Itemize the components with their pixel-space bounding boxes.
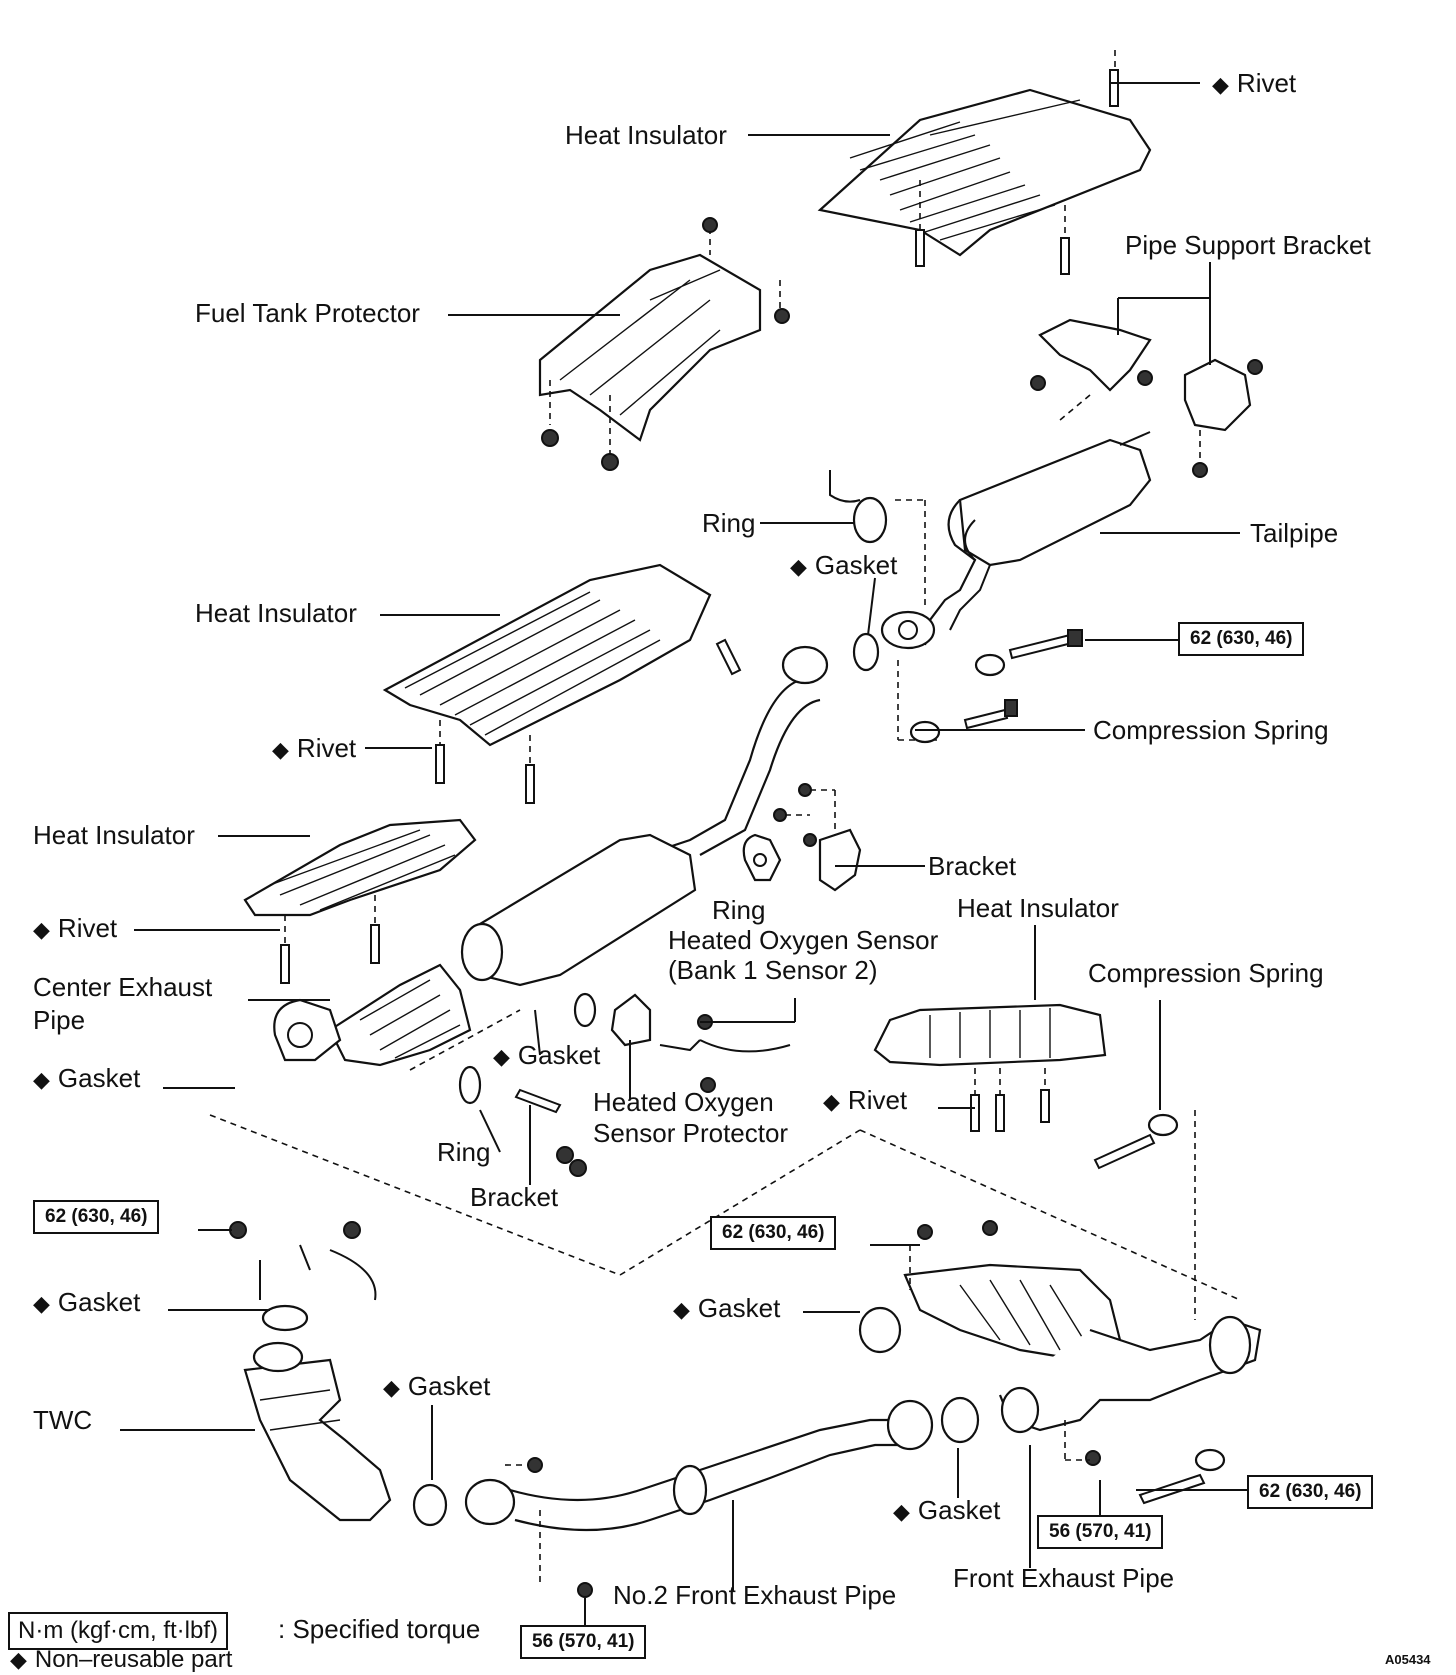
ring-bracket-mid <box>742 783 862 892</box>
torque-twc-nut: 62 (630, 46) <box>33 1200 160 1234</box>
figure-code: A05434 <box>1385 1652 1431 1667</box>
gasket-front-pipe-label: ◆Gasket <box>893 1495 1001 1525</box>
gasket-front-label: ◆Gasket <box>673 1293 781 1323</box>
front-exhaust-pipe-part <box>858 1129 1262 1505</box>
pipe-support-bracket-part <box>1030 318 1263 478</box>
legend-nonreusable: ◆Non–reusable part <box>10 1646 233 1673</box>
center-exhaust-pipe-label-2: Pipe <box>33 1005 86 1035</box>
compression-spring-lower-label: Compression Spring <box>1088 958 1324 988</box>
twc-label: TWC <box>33 1405 93 1435</box>
heat-insulator-top-label: Heat Insulator <box>565 120 727 150</box>
tailpipe-label: Tailpipe <box>1250 518 1339 548</box>
ring-mid-label: Ring <box>712 895 766 925</box>
center-exhaust-pipe-label-1: Center Exhaust <box>33 972 213 1002</box>
heat-insulator-mid-part <box>382 563 742 804</box>
rivet-top-label: ◆Rivet <box>1212 68 1297 98</box>
gasket-upper-label: ◆Gasket <box>790 550 898 580</box>
no2-front-exhaust-pipe-part <box>412 1399 934 1598</box>
twc-part <box>229 1221 392 1522</box>
gasket-twc-label: ◆Gasket <box>33 1287 141 1317</box>
torque-front-pipe-nut: 62 (630, 46) <box>710 1216 837 1250</box>
heat-insulator-mid-label: Heat Insulator <box>195 598 357 628</box>
ring-upper-label: Ring <box>702 508 756 538</box>
legend-diamond-symbol: ◆ <box>10 1647 27 1672</box>
rivet-mid-label: ◆Rivet <box>272 733 357 763</box>
torque-tailpipe-bolt: 62 (630, 46) <box>1178 622 1305 656</box>
leader-lines <box>120 82 1250 1640</box>
fuel-tank-protector-label: Fuel Tank Protector <box>195 298 420 328</box>
gasket-no2-label: ◆Gasket <box>383 1371 491 1401</box>
bracket-lower-label: Bracket <box>470 1182 559 1212</box>
nonreusable-symbol: ◆ <box>1212 72 1229 97</box>
tailpipe-spring-bolts <box>909 629 1083 744</box>
heat-insulator-right-label: Heat Insulator <box>957 893 1119 923</box>
compression-spring-upper-label: Compression Spring <box>1093 715 1329 745</box>
rivet-left-label: ◆Rivet <box>33 913 118 943</box>
gasket-left-label: ◆Gasket <box>33 1063 141 1093</box>
heated-oxygen-sensor-protector-label-2: Sensor Protector <box>593 1118 789 1148</box>
bracket-right-label: Bracket <box>928 851 1017 881</box>
heat-insulator-right-part <box>873 1003 1107 1132</box>
heat-insulator-top-part <box>817 50 1152 275</box>
heated-oxygen-sensor-bank-label: (Bank 1 Sensor 2) <box>668 955 878 985</box>
ring-lower-label: Ring <box>437 1137 491 1167</box>
compression-spring-right <box>1093 1110 1196 1320</box>
torque-no2-pipe-bolt: 56 (570, 41) <box>520 1625 647 1659</box>
heat-insulator-left-label: Heat Insulator <box>33 820 195 850</box>
front-exhaust-pipe-label: Front Exhaust Pipe <box>953 1563 1175 1593</box>
tailpipe-part <box>829 431 1152 741</box>
legend-torque-text: : Specified torque <box>278 1614 481 1644</box>
fuel-tank-protector-part <box>538 217 790 471</box>
rivet-right-label: ◆Rivet <box>823 1085 908 1115</box>
torque-front-pipe-bolt: 56 (570, 41) <box>1037 1515 1164 1549</box>
no2-front-exhaust-pipe-label: No.2 Front Exhaust Pipe <box>613 1580 897 1610</box>
heated-oxygen-sensor-protector-label-1: Heated Oxygen <box>593 1087 774 1117</box>
heated-oxygen-sensor-label: Heated Oxygen Sensor <box>668 925 939 955</box>
pipe-support-bracket-label: Pipe Support Bracket <box>1125 230 1371 260</box>
torque-front-pipe-spring-bolt: 62 (630, 46) <box>1247 1475 1374 1509</box>
center-exhaust-pipe-part <box>209 645 861 1276</box>
legend-torque-box: N·m (kgf·cm, ft·lbf) <box>8 1612 228 1650</box>
gasket-center-label: ◆Gasket <box>493 1040 601 1070</box>
oxygen-sensor-area <box>458 992 791 1177</box>
heat-insulator-left-part <box>243 818 477 984</box>
